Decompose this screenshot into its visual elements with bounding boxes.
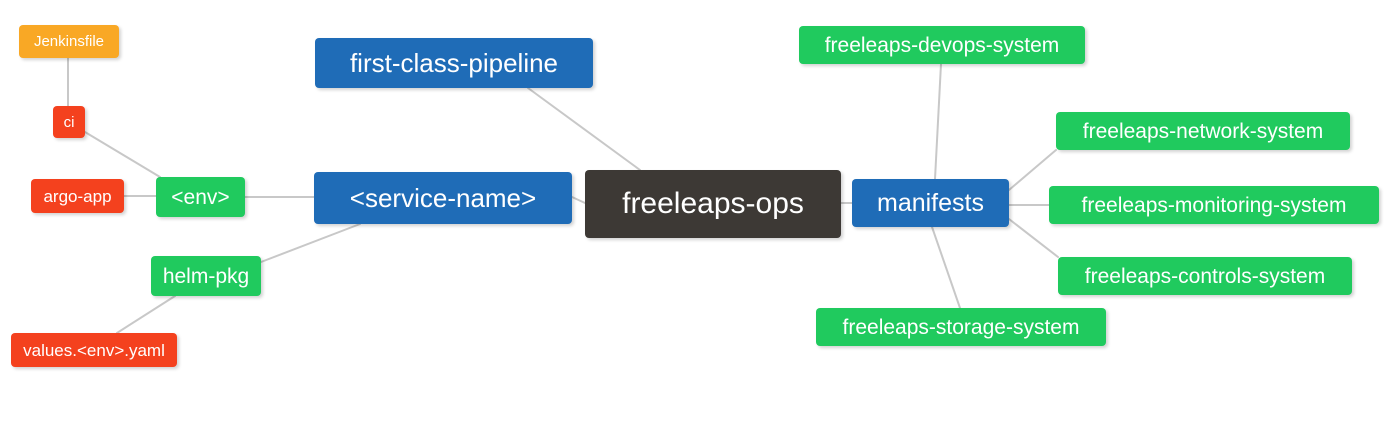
mindmap-node-label-freeleaps-controls-system: freeleaps-controls-system: [1084, 264, 1326, 288]
mindmap-node-label-freeleaps-ops: freeleaps-ops: [622, 187, 804, 220]
mindmap-node-env[interactable]: <env>: [156, 177, 245, 217]
mindmap-node-label-freeleaps-monitoring-system: freeleaps-monitoring-system: [1081, 193, 1347, 217]
mindmap-node-freeleaps-devops-system[interactable]: freeleaps-devops-system: [799, 26, 1085, 64]
mindmap-edge-manifests-to-freeleaps-storage-system: [931, 226, 961, 309]
mindmap-node-freeleaps-storage-system[interactable]: freeleaps-storage-system: [816, 308, 1106, 346]
mindmap-node-service-name[interactable]: <service-name>: [314, 172, 572, 224]
mindmap-node-label-argo-app: argo-app: [43, 186, 112, 206]
mindmap-node-freeleaps-network-system[interactable]: freeleaps-network-system: [1056, 112, 1350, 150]
mindmap-node-argo-app[interactable]: argo-app: [31, 179, 124, 213]
mindmap-node-label-manifests: manifests: [877, 188, 984, 217]
mindmap-node-label-values-env-yaml: values.<env>.yaml: [23, 340, 165, 360]
mindmap-node-label-first-class-pipeline: first-class-pipeline: [349, 48, 559, 78]
mindmap-node-manifests[interactable]: manifests: [852, 179, 1009, 227]
mindmap-edge-manifests-to-freeleaps-devops-system: [934, 63, 942, 180]
mindmap-node-label-ci: ci: [63, 113, 75, 131]
mindmap-node-label-freeleaps-network-system: freeleaps-network-system: [1082, 119, 1324, 143]
mindmap-node-label-helm-pkg: helm-pkg: [162, 264, 250, 288]
mindmap-edge-manifests-to-freeleaps-network-system: [1008, 149, 1057, 191]
mindmap-node-label-jenkinsfile: Jenkinsfile: [33, 33, 105, 50]
mindmap-node-label-service-name: <service-name>: [349, 183, 537, 213]
mindmap-edge-manifests-to-freeleaps-controls-system: [1008, 218, 1059, 258]
mindmap-edge-freeleaps-ops-to-service-name: [571, 196, 586, 204]
mindmap-edge-service-name-to-helm-pkg: [260, 223, 361, 263]
mindmap-node-label-freeleaps-devops-system: freeleaps-devops-system: [824, 33, 1060, 57]
mindmap-node-ci[interactable]: ci: [53, 106, 85, 138]
mindmap-node-label-freeleaps-storage-system: freeleaps-storage-system: [842, 315, 1080, 339]
mindmap-node-label-env: <env>: [171, 185, 230, 209]
mindmap-node-freeleaps-ops[interactable]: freeleaps-ops: [585, 170, 841, 238]
mindmap-edge-env-to-ci: [84, 131, 161, 178]
mindmap-node-freeleaps-monitoring-system[interactable]: freeleaps-monitoring-system: [1049, 186, 1379, 224]
mindmap-node-values-env-yaml[interactable]: values.<env>.yaml: [11, 333, 177, 367]
mindmap-node-first-class-pipeline[interactable]: first-class-pipeline: [315, 38, 593, 88]
mindmap-edge-helm-pkg-to-values-env-yaml: [116, 295, 176, 334]
mindmap-edge-freeleaps-ops-to-first-class-pipeline: [527, 87, 641, 171]
mindmap-node-helm-pkg[interactable]: helm-pkg: [151, 256, 261, 296]
mindmap-node-jenkinsfile[interactable]: Jenkinsfile: [19, 25, 119, 58]
mindmap-node-freeleaps-controls-system[interactable]: freeleaps-controls-system: [1058, 257, 1352, 295]
